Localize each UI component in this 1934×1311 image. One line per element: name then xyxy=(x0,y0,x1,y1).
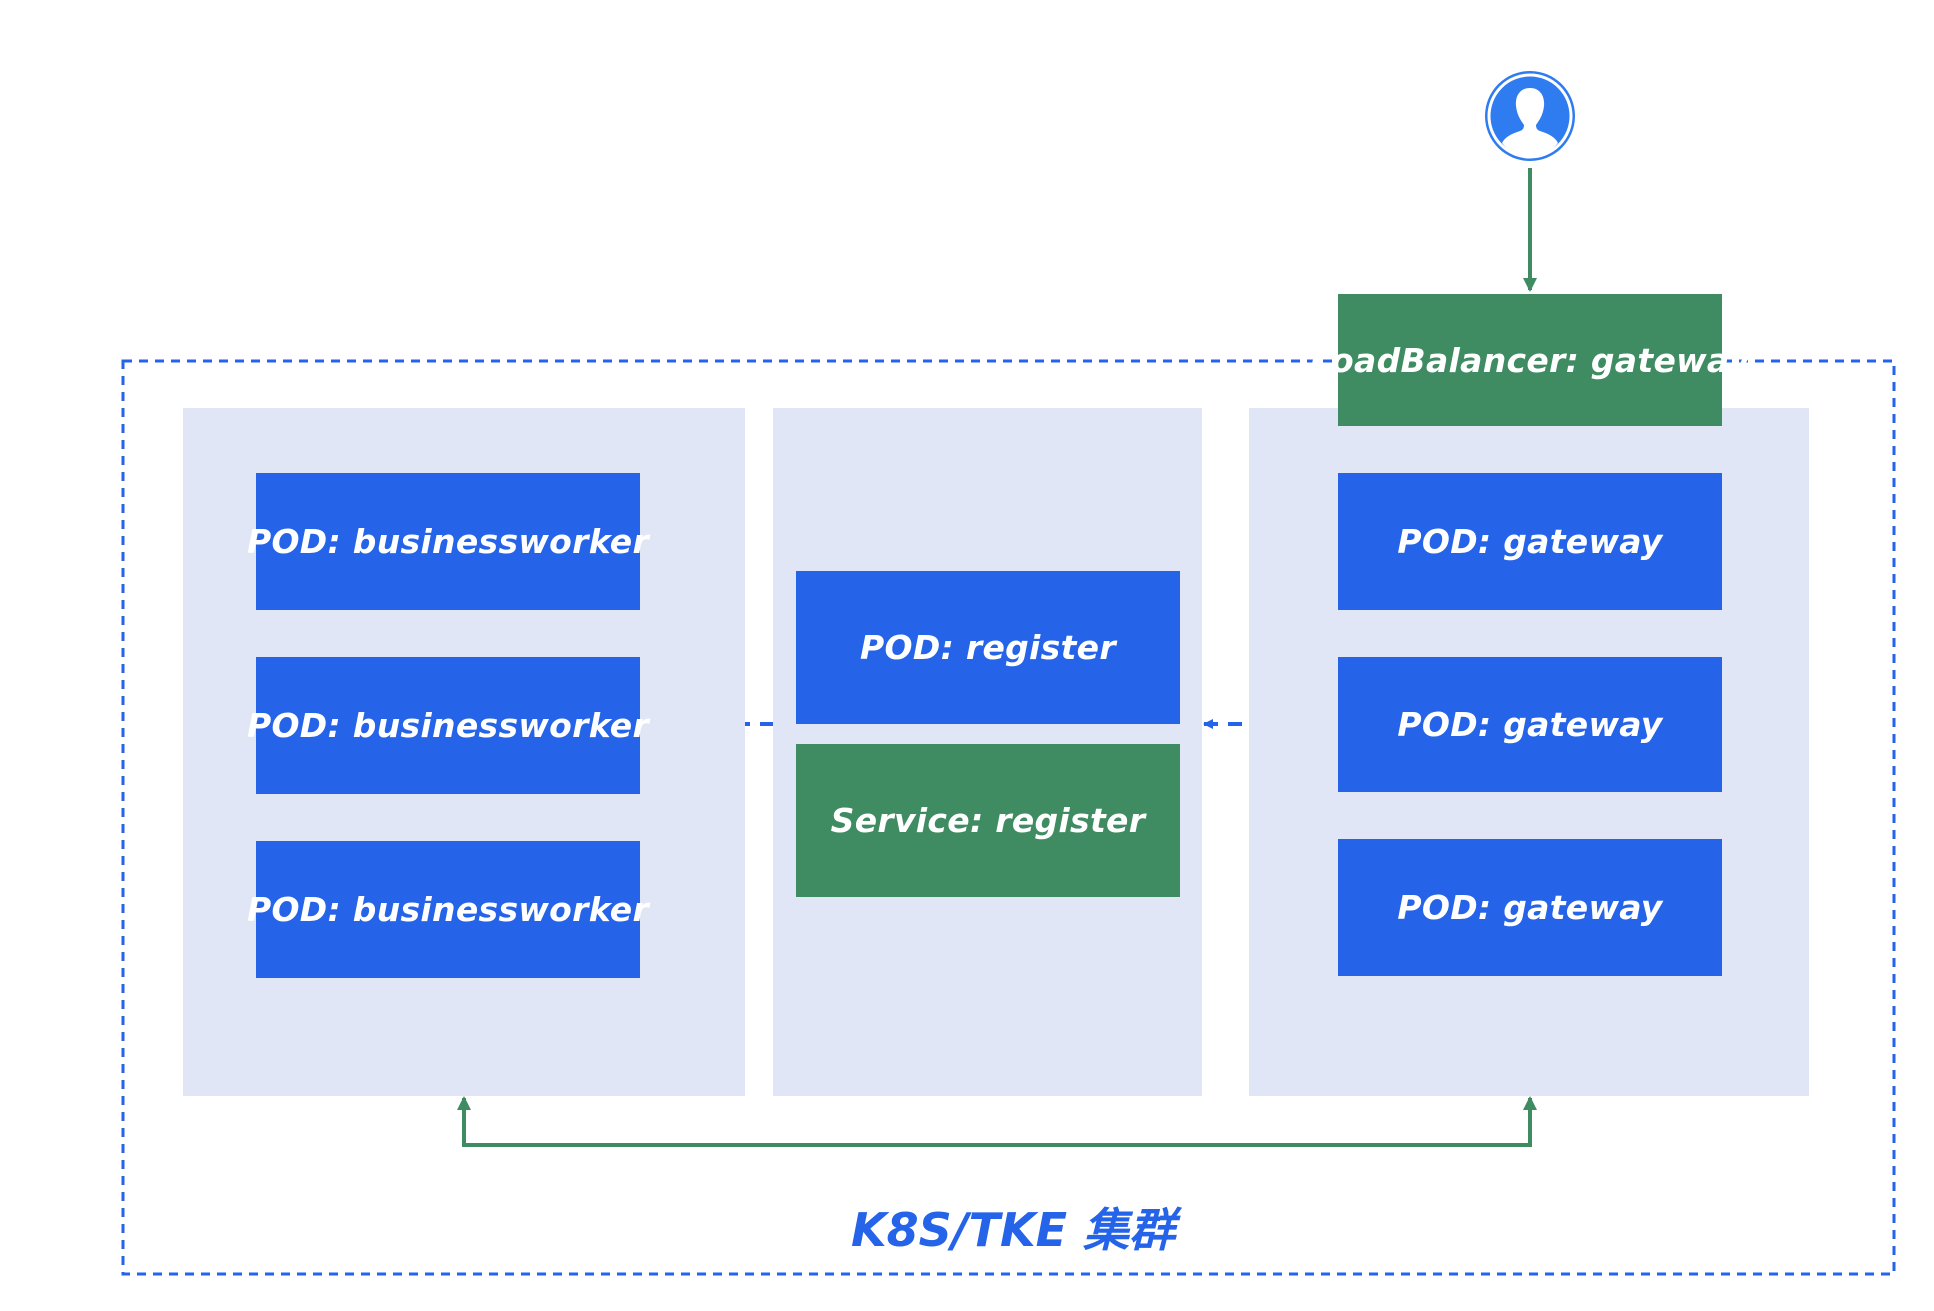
worker-pod: POD: businessworker xyxy=(247,473,649,610)
gateway-pod-label: POD: gateway xyxy=(1397,705,1663,744)
worker-pod-label: POD: businessworker xyxy=(246,706,650,745)
worker-pod: POD: businessworker xyxy=(247,841,649,978)
register-pod: POD: register xyxy=(796,571,1180,724)
cluster-boundary xyxy=(121,359,1896,1276)
worker-pod-label: POD: businessworker xyxy=(246,890,650,929)
worker-pod-label: POD: businessworker xyxy=(246,522,650,561)
worker-pod: POD: businessworker xyxy=(247,657,649,794)
gateway-pod: POD: gateway xyxy=(1338,839,1722,976)
gateway-pod: POD: gateway xyxy=(1338,657,1722,792)
gateway-pod-label: POD: gateway xyxy=(1397,888,1663,927)
cluster-label: K8S/TKE 集群 xyxy=(851,1203,1176,1257)
user-icon xyxy=(1485,71,1575,161)
load-balancer: LoadBalancer: gateway xyxy=(1310,294,1750,426)
gateway-pod: POD: gateway xyxy=(1338,473,1722,610)
register-service: Service: register xyxy=(796,744,1180,897)
load-balancer-label: LoadBalancer: gateway xyxy=(1309,340,1751,380)
gateway-pod-label: POD: gateway xyxy=(1397,522,1663,561)
register-pod-label: POD: register xyxy=(860,628,1116,667)
register-service-label: Service: register xyxy=(830,801,1146,840)
